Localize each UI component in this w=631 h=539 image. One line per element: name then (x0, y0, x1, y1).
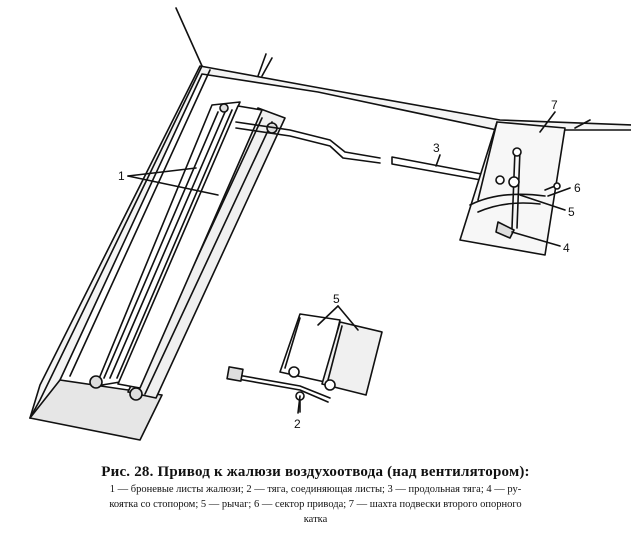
drive-mechanism (469, 147, 561, 239)
callout-4: 4 (563, 241, 570, 255)
suspension-shaft (459, 121, 566, 256)
callout-3: 3 (433, 141, 440, 155)
leader-5b1 (317, 305, 339, 326)
louvre-plate-1 (95, 101, 241, 387)
leader-3 (435, 154, 441, 167)
hinge-knob (129, 387, 143, 401)
figure-caption: Рис. 28. Привод к жалюзи воздухоотвода (… (0, 460, 631, 539)
caption-title: Рис. 28. Привод к жалюзи воздухоотвода (… (101, 464, 530, 480)
connecting-rod-top (235, 121, 381, 159)
callout-5b: 5 (333, 292, 340, 306)
housing-mid-line (69, 69, 211, 377)
leader-6 (547, 187, 571, 197)
hinge-knob (219, 103, 229, 113)
callout-1: 1 (118, 169, 125, 183)
figure-drawing: 1 2 3 4 5 5 6 7 (29, 7, 631, 441)
callout-2: 2 (294, 417, 301, 431)
leader-5b2 (337, 305, 359, 331)
leader-5a (519, 194, 566, 211)
caption-legend: 1 — броневые листы жалюзи; 2 — тяга, сое… (0, 482, 631, 527)
legend-line: катка (303, 514, 328, 525)
legend-line: коятка со стопором; 5 — рычаг; 6 — секто… (109, 499, 522, 510)
lever-plate-a (279, 313, 341, 383)
callout-6: 6 (574, 181, 581, 195)
housing-outer-edge (29, 65, 203, 419)
small-arrow-mark (257, 53, 273, 77)
leader-1b (127, 175, 219, 196)
louvre-plate-3 (117, 105, 263, 389)
background-edge-line (175, 7, 203, 67)
callout-7: 7 (551, 98, 558, 112)
lever-plate-b (321, 321, 383, 396)
leader-4 (511, 231, 561, 247)
connecting-rod-top-parallel (235, 127, 381, 164)
hinge-knob (89, 375, 103, 389)
legend-line: 1 — броневые листы жалюзи; 2 — тяга, сое… (109, 484, 522, 495)
callout-5a: 5 (568, 205, 575, 219)
shaft-edge (477, 121, 498, 201)
leader-2 (297, 395, 301, 414)
longitudinal-rod (391, 156, 493, 183)
leader-1a (127, 167, 197, 177)
housing-bottom-block (29, 379, 163, 441)
leader-7 (539, 111, 556, 133)
top-right-line (574, 119, 591, 129)
